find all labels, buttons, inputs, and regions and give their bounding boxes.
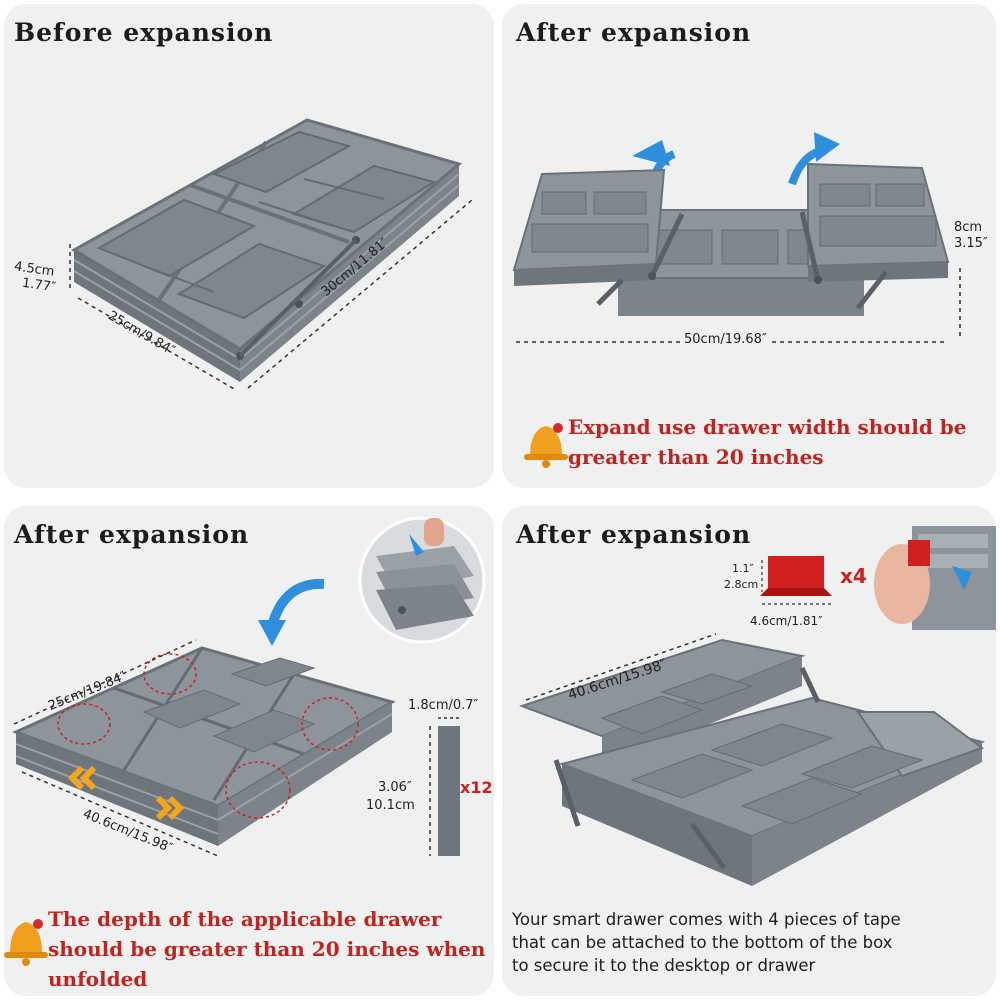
panel-after-expansion-fold: After expansion (4, 506, 494, 996)
info-line: Your smart drawer comes with 4 pieces of… (512, 910, 901, 929)
divider-height-cm-label: 10.1cm (366, 798, 415, 813)
panel-before-expansion: Before expansion 4.5cm 1.77″ 25cm/9. (4, 4, 494, 488)
tape-height-in-label: 1.1″ (732, 562, 754, 575)
panel-title: After expansion (516, 18, 752, 47)
tape-piece (760, 556, 832, 596)
info-line: to secure it to the desktop or drawer (512, 956, 816, 975)
tape-height-cm-label: 2.8cm (724, 578, 759, 591)
panel-title: After expansion (14, 520, 250, 549)
warning-line: The depth of the applicable drawer (48, 907, 442, 931)
panel-title: After expansion (516, 520, 752, 549)
expanded-organizer-illustration (512, 132, 961, 468)
width-label: 50cm/19.68″ (680, 332, 771, 347)
info-line: that can be attached to the bottom of th… (512, 933, 893, 952)
chevron-right-icon (155, 795, 185, 821)
tape-info-text: Your smart drawer comes with 4 pieces of… (512, 908, 901, 977)
tape-count-label: x4 (840, 564, 867, 588)
hinge-detail-inset (358, 516, 486, 644)
bell-icon (4, 919, 48, 966)
foldout-organizer-illustration (4, 516, 486, 966)
height-in-label: 3.15″ (954, 236, 988, 251)
warning-line: should be greater than 20 inches when (48, 937, 486, 961)
divider-count-label: x12 (460, 778, 493, 797)
depth-warning: The depth of the applicable drawer shoul… (48, 904, 485, 994)
panel-title: Before expansion (14, 18, 274, 47)
divider-height-in-label: 3.06″ (378, 780, 412, 795)
bell-icon (524, 423, 568, 468)
tape-width-label: 4.6cm/1.81″ (750, 614, 823, 628)
warning-line: greater than 20 inches (568, 445, 824, 469)
press-arrow-icon (952, 566, 972, 590)
panel-after-expansion-open: After expansion (502, 4, 996, 488)
divider-strip (438, 726, 460, 856)
warning-line: unfolded (48, 967, 148, 991)
width-warning: Expand use drawer width should be greate… (568, 412, 967, 472)
height-cm-label: 8cm (954, 220, 983, 235)
divider-width-label: 1.8cm/0.7″ (408, 698, 479, 713)
chevron-left-icon (67, 765, 97, 791)
folded-organizer-illustration (69, 118, 473, 391)
fold-arrow-icon (267, 578, 325, 628)
warning-line: Expand use drawer width should be (568, 415, 967, 439)
tape-apply-photo (874, 526, 996, 630)
tape-organizer-illustration (518, 526, 996, 886)
panel-after-expansion-tape: After expansion (502, 506, 996, 996)
